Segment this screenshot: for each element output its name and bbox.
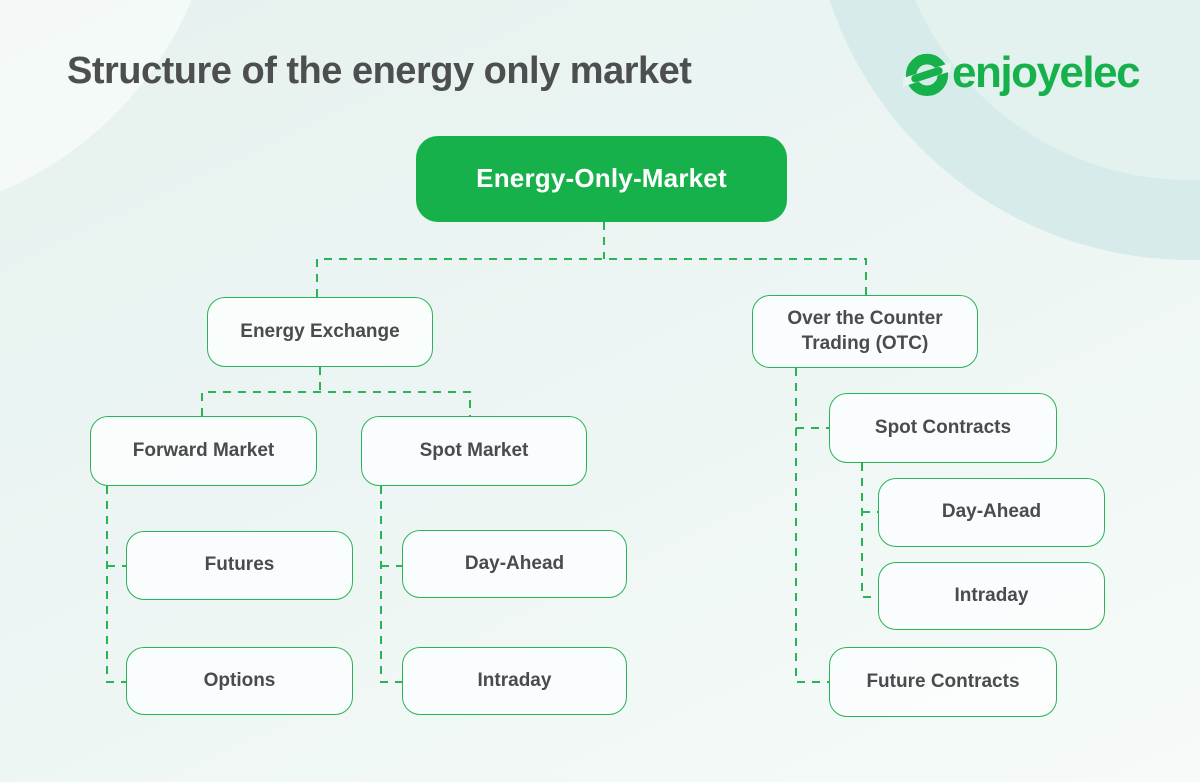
node-otc-trading: Over the Counter Trading (OTC) xyxy=(752,295,978,368)
node-label: Spot Contracts xyxy=(874,416,1012,438)
node-spot-contracts: Spot Contracts xyxy=(829,393,1057,463)
node-day-ahead-exchange: Day-Ahead xyxy=(402,530,627,598)
connector-root-to-level1 xyxy=(316,222,867,297)
node-label: Spot Market xyxy=(419,439,529,461)
node-futures: Futures xyxy=(126,531,353,600)
connector-exchange-to-markets xyxy=(201,367,471,416)
node-energy-only-market: Energy-Only-Market xyxy=(416,136,787,222)
brand-logo-icon xyxy=(903,53,951,97)
node-day-ahead-otc: Day-Ahead xyxy=(878,478,1105,547)
node-spot-market: Spot Market xyxy=(361,416,587,486)
brand-logo: enjoyelec xyxy=(903,48,1141,98)
node-options: Options xyxy=(126,647,353,715)
node-label: Options xyxy=(203,669,276,691)
node-label: Energy Exchange xyxy=(240,320,400,342)
node-label: Futures xyxy=(204,554,275,576)
node-forward-market: Forward Market xyxy=(90,416,317,486)
node-energy-exchange: Energy Exchange xyxy=(207,297,433,367)
node-label: Day-Ahead xyxy=(464,552,565,574)
node-label: Intraday xyxy=(477,669,552,691)
node-label: Forward Market xyxy=(132,439,275,461)
connector-forward-market-list xyxy=(106,486,126,683)
node-label: Energy-Only-Market xyxy=(476,163,727,194)
node-future-contracts: Future Contracts xyxy=(829,647,1057,717)
node-label: Intraday xyxy=(954,584,1029,606)
node-label: Future Contracts xyxy=(866,670,1020,692)
node-intraday-exchange: Intraday xyxy=(402,647,627,715)
connector-otc-list xyxy=(795,368,829,683)
connector-spot-contracts-list xyxy=(861,463,878,598)
node-label: Day-Ahead xyxy=(941,501,1042,523)
brand-logo-text: enjoyelec xyxy=(952,48,1141,97)
node-intraday-otc: Intraday xyxy=(878,562,1105,630)
node-label: Over the Counter Trading (OTC) xyxy=(787,307,943,354)
page-title: Structure of the energy only market xyxy=(67,50,692,92)
connector-spot-market-list xyxy=(380,486,402,683)
